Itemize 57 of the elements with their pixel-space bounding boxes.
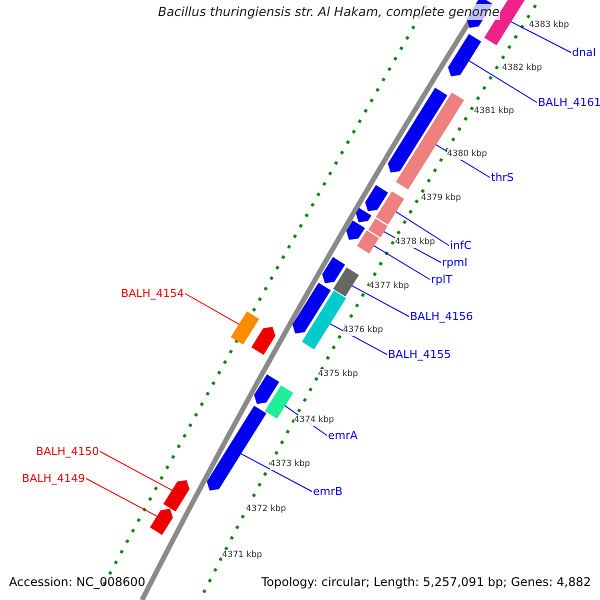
- gene-label: infC: [450, 239, 472, 252]
- gene-feature: [368, 218, 388, 238]
- gene-feature: [365, 185, 388, 212]
- leader-line: [510, 21, 572, 53]
- gene-feature: [163, 480, 190, 512]
- gene-label: rpmI: [442, 256, 468, 269]
- gene-label: emrA: [328, 429, 358, 442]
- gene-feature: [357, 230, 379, 254]
- tick-label: 4375 kbp: [318, 369, 358, 380]
- tick-label: 4371 kbp: [222, 550, 262, 561]
- leader-line: [184, 293, 240, 325]
- gene-label: BALH_4150: [36, 445, 99, 458]
- leader-line: [100, 451, 173, 491]
- leader-line: [240, 453, 312, 492]
- gene-label: BALH_4155: [388, 348, 451, 361]
- gene-feature: [230, 311, 260, 345]
- footer-text: Topology: circular; Length: 5,257,091 bp; Genes: 4,882: [261, 575, 591, 589]
- tick-label: 4377 kbp: [369, 281, 410, 292]
- gene-feature: [264, 385, 294, 419]
- gene-label: BALH_4161: [538, 96, 600, 109]
- tick-label: 4372 kbp: [246, 504, 286, 515]
- gene-label: emrB: [313, 485, 343, 498]
- leader-line: [329, 323, 388, 355]
- leader-line: [468, 60, 538, 103]
- map-title: Bacillus thuringiensis str. Al Hakam, complete genome: [158, 4, 500, 20]
- gene-feature: [251, 326, 276, 355]
- gene-feature: [292, 282, 331, 334]
- leader-line: [351, 285, 410, 317]
- gene-feature: [206, 406, 266, 491]
- tick-label: 4378 kbp: [395, 237, 436, 248]
- tick-label: 4379 kbp: [421, 193, 462, 204]
- gene-feature: [333, 267, 359, 297]
- tick-label: 4374 kbp: [294, 415, 334, 426]
- gene-label: dnaI: [572, 46, 596, 59]
- gene-feature: [254, 374, 280, 404]
- gene-feature: [356, 208, 372, 222]
- gene-label: BALH_4149: [22, 472, 85, 485]
- gene-label: rplT: [431, 273, 452, 286]
- gene-feature: [376, 191, 404, 225]
- gene-feature: [388, 88, 448, 173]
- tick-label: 4380 kbp: [447, 149, 488, 160]
- gene-feature: [346, 220, 365, 240]
- gene-label: BALH_4154: [121, 287, 184, 300]
- leader-line: [373, 245, 430, 280]
- footer-text: Accession: NC_008600: [9, 575, 146, 589]
- gene-feature: [448, 34, 482, 76]
- tick-label: 4383 kbp: [529, 20, 570, 31]
- tick-label: 4373 kbp: [270, 459, 310, 470]
- tick-label: 4376 kbp: [343, 325, 384, 336]
- gene-feature: [150, 508, 173, 535]
- gene-label: thrS: [491, 171, 514, 184]
- tick-label: 4381 kbp: [474, 106, 514, 117]
- gene-feature: [322, 257, 346, 284]
- leader-line: [86, 478, 158, 517]
- leader-line: [395, 211, 450, 246]
- gene-label: BALH_4156: [410, 310, 473, 323]
- tick-label: 4382 kbp: [502, 63, 542, 74]
